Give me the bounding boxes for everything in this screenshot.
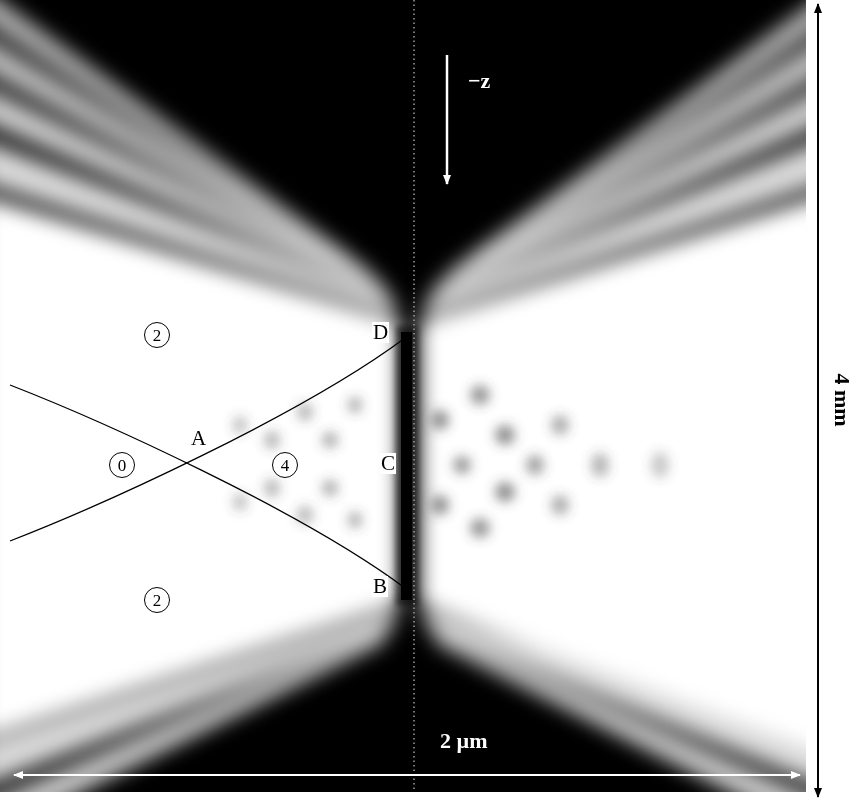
point-label: B <box>372 576 388 597</box>
number-text: 4 <box>281 457 290 474</box>
axis-label: −z <box>468 70 490 92</box>
label-text: 4 mm <box>830 373 855 426</box>
label-text: B <box>373 574 387 598</box>
point-label: D <box>372 322 389 343</box>
label-text: 2 µm <box>440 728 488 753</box>
label-text: D <box>373 320 388 344</box>
label-text: A <box>191 426 206 450</box>
label-text: C <box>381 451 395 475</box>
point-label: A <box>190 428 207 449</box>
point-label: C <box>380 453 396 474</box>
circled-number: 4 <box>272 452 298 478</box>
circled-number: 0 <box>109 452 135 478</box>
number-text: 2 <box>153 592 162 609</box>
intensity-map <box>0 0 806 792</box>
number-text: 2 <box>153 327 162 344</box>
label-text: −z <box>468 68 490 93</box>
dimension-arrow <box>817 4 819 797</box>
circled-number: 2 <box>144 587 170 613</box>
number-text: 0 <box>118 457 127 474</box>
dimension-label: 4 mm <box>831 373 853 426</box>
dimension-label: 2 µm <box>440 730 488 752</box>
circled-number: 2 <box>144 322 170 348</box>
